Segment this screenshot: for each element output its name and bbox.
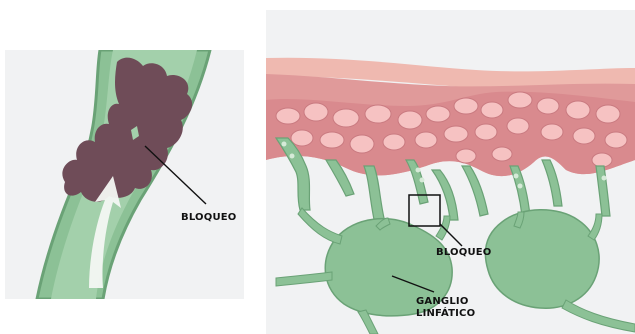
cell [276, 108, 300, 124]
connector [436, 216, 450, 240]
valve [514, 174, 519, 179]
blocked-vessel-illustration: BLOQUEO [5, 50, 244, 299]
cell [566, 101, 590, 119]
cell [507, 118, 529, 134]
cell [492, 147, 512, 161]
cell [426, 106, 450, 122]
cell [365, 105, 391, 123]
lymph-branch [510, 166, 530, 216]
cell [508, 92, 532, 108]
cell [415, 132, 437, 148]
blocked-vessel-panel: BLOQUEO [5, 50, 244, 299]
cell [475, 124, 497, 140]
cell [481, 102, 503, 118]
valve [416, 168, 421, 173]
valve [420, 178, 425, 183]
cell [541, 124, 563, 140]
lymph-node-panel: BLOQUEO GANGLIO LINFÁTICO [266, 10, 635, 334]
lymph-node-illustration: BLOQUEO GANGLIO LINFÁTICO [266, 10, 635, 334]
cell [454, 98, 478, 114]
cell [350, 135, 374, 153]
connector [298, 208, 342, 244]
node-label-line1: GANGLIO [416, 296, 469, 307]
cell [596, 105, 620, 123]
connector [588, 214, 602, 240]
valve [282, 142, 287, 147]
cell [333, 109, 359, 127]
node-label-line2: LINFÁTICO [416, 306, 475, 319]
lymph-branch [596, 166, 610, 216]
valve [290, 154, 295, 159]
blockage-clot [62, 58, 192, 202]
cell [573, 128, 595, 144]
cell [592, 153, 612, 167]
blockage-label: BLOQUEO [181, 212, 237, 223]
valve [518, 184, 523, 189]
blockage-label: BLOQUEO [436, 247, 492, 258]
valve [602, 176, 607, 181]
cell [444, 126, 468, 142]
lymph-branch [462, 166, 488, 216]
cell [537, 98, 559, 114]
cell [398, 111, 422, 129]
cell [304, 103, 328, 121]
skin-surface [266, 10, 635, 65]
lymph-node-right [485, 210, 599, 308]
lymph-branch [542, 160, 562, 206]
cell [383, 134, 405, 150]
cell [605, 132, 627, 148]
outflow-right [562, 300, 635, 332]
cell [456, 149, 476, 163]
outflow-left [276, 272, 332, 286]
cell [291, 130, 313, 146]
cell [320, 132, 344, 148]
